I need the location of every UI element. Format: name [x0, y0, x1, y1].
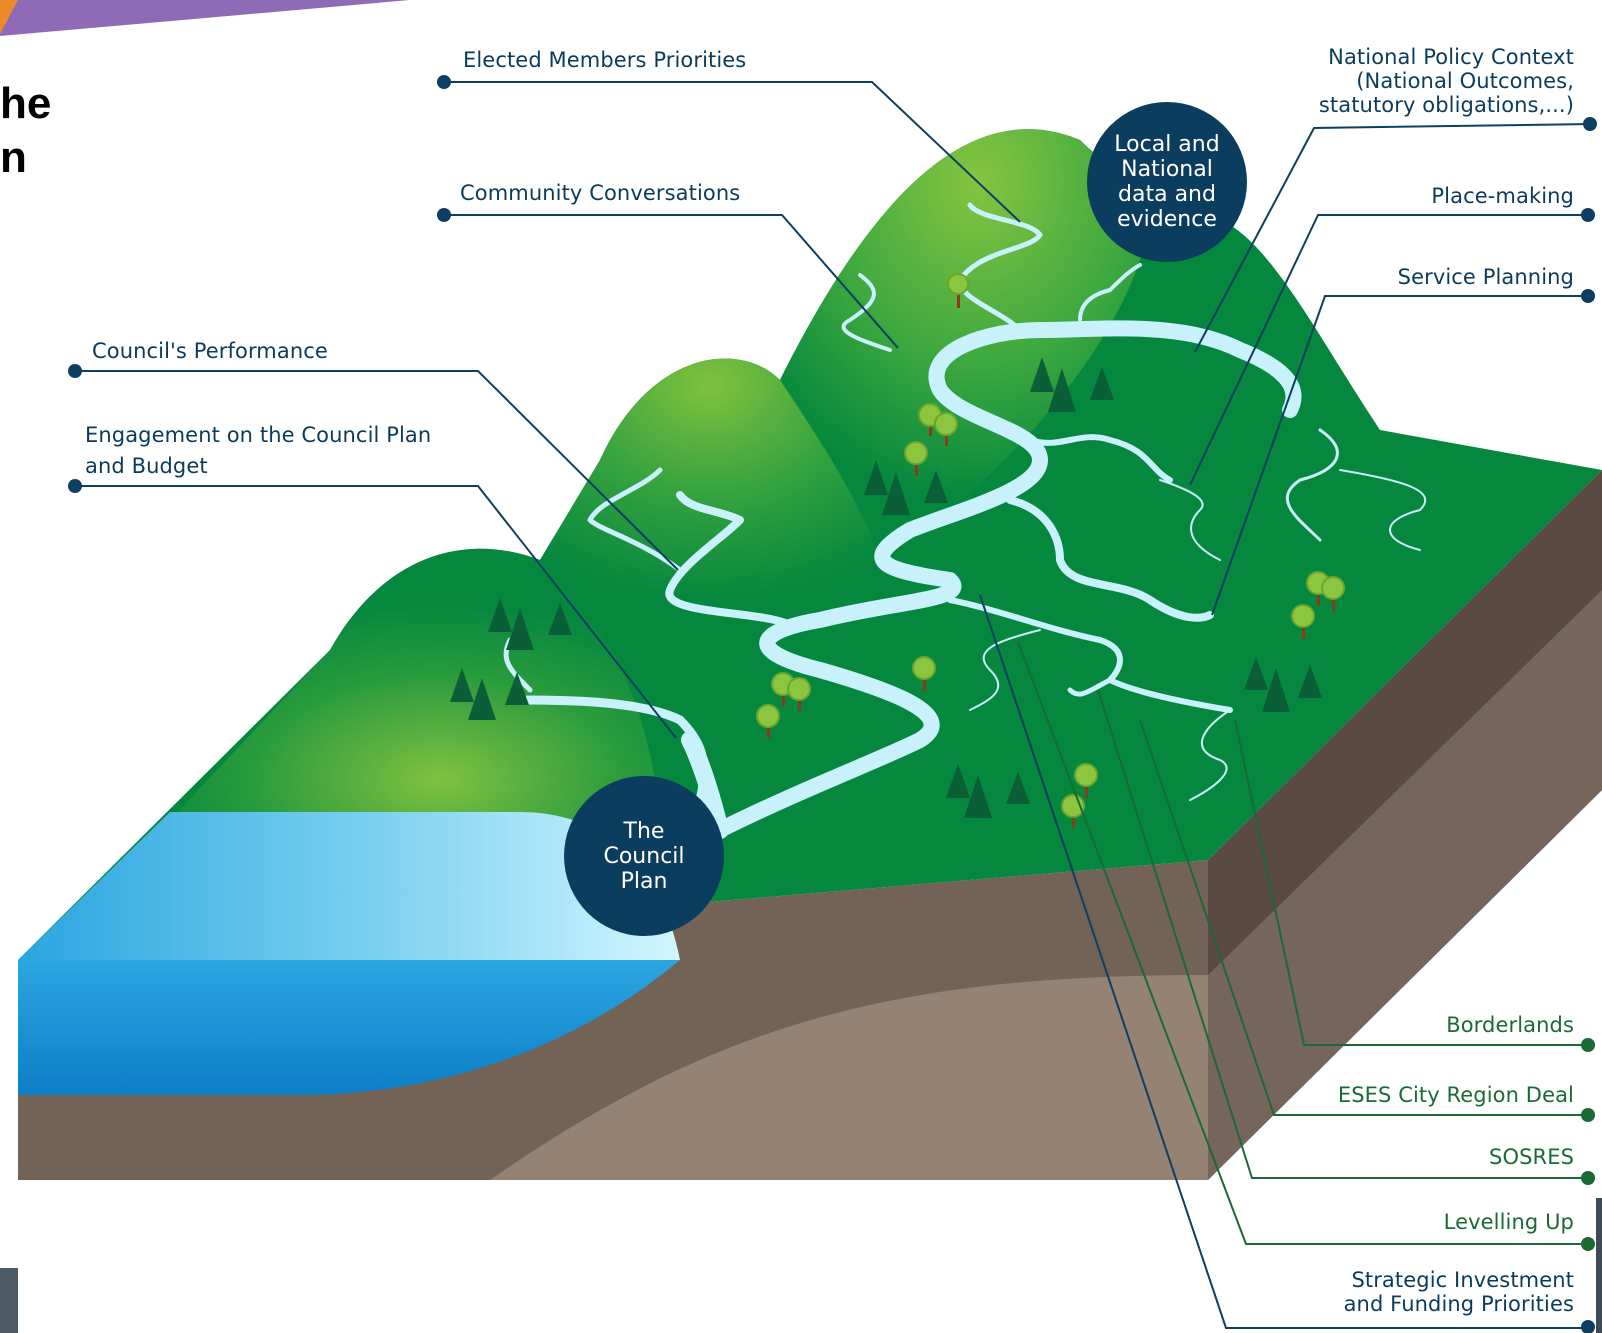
heading-fragment-line1: he: [0, 79, 52, 128]
local-national-data-node: Local and National data and evidence: [1087, 102, 1247, 262]
council-plan-node: The Council Plan: [564, 776, 724, 936]
leader-engagement: [75, 485, 677, 739]
conifer-trees: [450, 357, 1322, 818]
decor-banner-accent: [0, 0, 18, 34]
decor-edge: [1596, 1198, 1602, 1333]
label-levelling-up: Levelling Up: [1443, 1210, 1574, 1234]
label-elected-members: Elected Members Priorities: [463, 48, 747, 72]
decor-block: [0, 1268, 18, 1333]
leader-placemaking: [1189, 214, 1590, 486]
label-community-conversations: Community Conversations: [460, 181, 741, 205]
label-service-planning: Service Planning: [1397, 265, 1574, 289]
decor-banner: [0, 0, 410, 36]
leader-borderlands: [1234, 719, 1590, 1046]
river-system: [503, 202, 1427, 839]
label-engagement: Engagement on the Council Plan and Budge…: [85, 423, 432, 478]
leader-community: [444, 214, 899, 349]
label-council-performance: Council's Performance: [92, 339, 328, 363]
leader-performance: [75, 370, 679, 571]
leader-national-policy: [1194, 123, 1593, 353]
leader-lines: [75, 81, 1593, 1329]
leader-strategic: [979, 594, 1590, 1329]
label-sosres: SOSRES: [1489, 1145, 1574, 1169]
leader-elected: [444, 81, 1021, 223]
heading-fragment-line2: n: [0, 133, 27, 182]
leader-dots: [68, 75, 1597, 1333]
leader-service-planning: [1211, 295, 1590, 616]
label-placemaking: Place-making: [1431, 184, 1574, 208]
round-trees: [756, 273, 1345, 828]
leader-levelling: [1017, 641, 1590, 1245]
lake: [18, 812, 680, 1095]
leader-sosres: [1097, 689, 1590, 1179]
label-borderlands: Borderlands: [1446, 1013, 1574, 1037]
label-strategic-investment: Strategic Investment and Funding Priorit…: [1343, 1268, 1574, 1316]
leader-eses: [1139, 719, 1590, 1116]
label-eses: ESES City Region Deal: [1337, 1083, 1574, 1107]
label-national-policy: National Policy Context (National Outcom…: [1318, 45, 1574, 117]
